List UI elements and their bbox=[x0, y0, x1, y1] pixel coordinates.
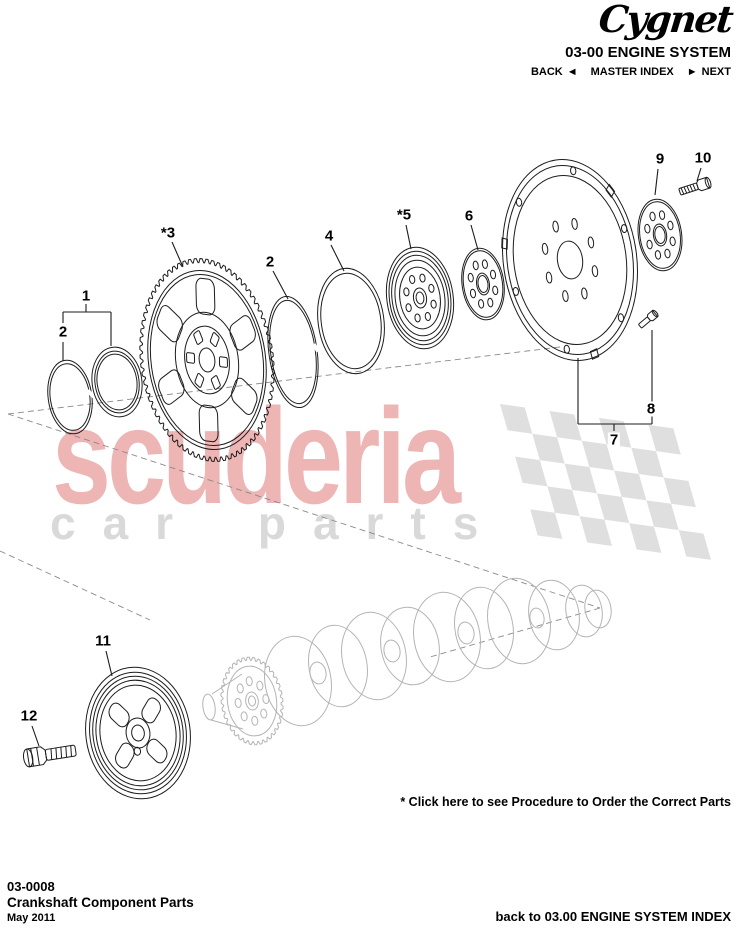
part-pulley-11 bbox=[77, 660, 199, 805]
nav-next-link[interactable]: ► NEXT bbox=[687, 66, 731, 78]
arrow-right-icon: ► bbox=[686, 66, 698, 78]
nav-master-index-label: MASTER INDEX bbox=[590, 66, 674, 78]
checkered-flag-watermark bbox=[500, 404, 712, 560]
part-bolt-8 bbox=[637, 309, 659, 329]
crankshaft-drawing bbox=[202, 577, 612, 749]
top-navigation: BACK ◄ MASTER INDEX ► NEXT bbox=[531, 66, 731, 78]
nav-back-link[interactable]: BACK ◄ bbox=[531, 66, 578, 78]
document-number: 03-0008 bbox=[7, 879, 55, 894]
part-plate-9 bbox=[633, 195, 687, 275]
part-plate-6 bbox=[456, 244, 510, 324]
nav-master-index-link[interactable]: MASTER INDEX bbox=[591, 66, 674, 78]
part-ring-2a bbox=[43, 357, 98, 437]
part-flywheel-7 bbox=[490, 151, 650, 370]
watermark-subtitle: car parts bbox=[50, 497, 506, 549]
arrow-left-icon: ◄ bbox=[566, 66, 578, 78]
nav-back-label: BACK bbox=[530, 66, 563, 78]
part-ring-4 bbox=[311, 264, 391, 378]
part-pulley-5 bbox=[380, 243, 460, 353]
part-ring-2b bbox=[261, 293, 325, 411]
page-title: Crankshaft Component Parts bbox=[7, 895, 194, 910]
part-gear-3 bbox=[127, 250, 287, 470]
brand-logo: Cygnet bbox=[596, 0, 734, 41]
part-bolt-10 bbox=[678, 177, 712, 198]
callout-leader-lines bbox=[31, 167, 702, 747]
part-ring-1b bbox=[88, 344, 147, 420]
system-title: 03-00 ENGINE SYSTEM bbox=[565, 44, 731, 61]
assembly-axis-lines bbox=[0, 346, 601, 658]
part-bolt-12 bbox=[22, 741, 77, 767]
document-date: May 2011 bbox=[7, 912, 56, 924]
back-to-index-link[interactable]: back to 03.00 ENGINE SYSTEM INDEX bbox=[495, 909, 731, 924]
order-procedure-link[interactable]: * Click here to see Procedure to Order t… bbox=[400, 795, 731, 809]
nav-next-label: NEXT bbox=[701, 66, 731, 78]
